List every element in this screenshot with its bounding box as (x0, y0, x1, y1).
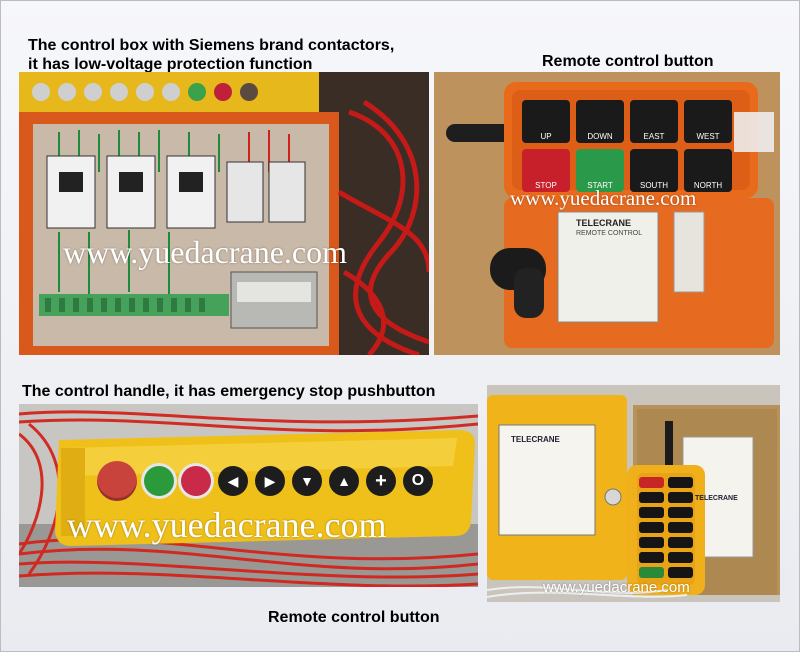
remote-bottom-button (668, 492, 693, 503)
caption-control-box-line2: it has low-voltage protection function (28, 56, 313, 73)
receiver-brand-label-bottom: TELECRANE (511, 435, 560, 444)
left-arrow-button: ◀ (218, 466, 248, 496)
remote-bottom-button (668, 537, 693, 548)
remote-button-stop: STOP (522, 149, 570, 192)
remote-bottom-button (639, 492, 664, 503)
remote-button-up: UP (522, 100, 570, 143)
down-arrow-button: ▼ (292, 466, 322, 496)
remote-bottom-photo: TELECRANE TELECRANE www.yuedacrane.com (487, 385, 780, 602)
remote-bottom-button (639, 507, 664, 518)
remote-bottom-button (668, 522, 693, 533)
remote-button-west: WEST (684, 100, 732, 143)
caption-control-handle: The control handle, it has emergency sto… (22, 383, 436, 400)
remote-bottom-button-red (639, 477, 664, 488)
off-button: O (403, 466, 433, 496)
plus-button: + (366, 466, 396, 496)
remote-bottom-button (639, 537, 664, 548)
right-arrow-button: ▶ (255, 466, 285, 496)
remote-bottom-button (668, 477, 693, 488)
remote-bottom-button (668, 507, 693, 518)
receiver-sub-label: REMOTE CONTROL (576, 230, 643, 237)
watermark-control-handle: www.yuedacrane.com (67, 505, 387, 545)
remote-button-north: NORTH (684, 149, 732, 192)
green-start-button (144, 466, 174, 496)
remote-button-south: SOUTH (630, 149, 678, 192)
caption-remote-top: Remote control button (542, 53, 714, 70)
caption-control-box-line1: The control box with Siemens brand conta… (28, 37, 395, 54)
control-handle-photo: ◀ ▶ ▼ ▲ + O www.yuedacrane.com (19, 404, 478, 587)
remote-button-down: DOWN (576, 100, 624, 143)
control-box-photo: www.yuedacrane.com (19, 72, 429, 355)
box-brand-label: TELECRANE (695, 495, 738, 502)
remote-bottom-button (668, 567, 693, 578)
red-button (181, 466, 211, 496)
remote-bottom-button-grid (639, 477, 693, 578)
caption-remote-bottom: Remote control button (268, 609, 440, 626)
watermark-control-box: www.yuedacrane.com (63, 234, 348, 270)
watermark-remote-bottom: www.yuedacrane.com (543, 579, 690, 596)
remote-button-start: START (576, 149, 624, 192)
remote-bottom-button (639, 522, 664, 533)
remote-top-photo: UP DOWN EAST WEST STOP START SOUTH NORTH… (434, 72, 780, 355)
remote-bottom-button (639, 552, 664, 563)
up-arrow-button: ▲ (329, 466, 359, 496)
watermark-remote-top: www.yuedacrane.com (510, 186, 697, 210)
remote-bottom-button (668, 552, 693, 563)
receiver-brand-label: TELECRANE (576, 218, 632, 228)
emergency-stop-button (97, 461, 137, 501)
remote-bottom-button-green (639, 567, 664, 578)
pendant-button-row: ◀ ▶ ▼ ▲ + O (97, 456, 467, 506)
remote-button-east: EAST (630, 100, 678, 143)
